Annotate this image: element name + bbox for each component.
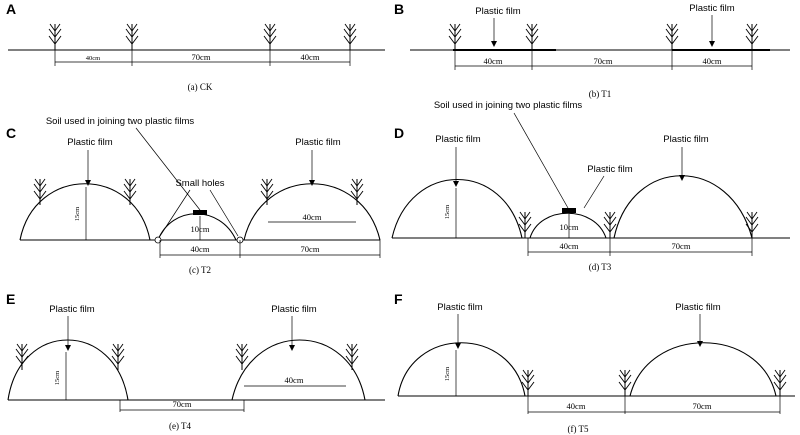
plant-icon (343, 23, 357, 51)
panel-d-soil-joint (562, 208, 576, 213)
plant-icon (350, 178, 364, 206)
panel-d-small-ridge (529, 212, 607, 239)
panel-c-caption: (c) T2 (189, 265, 211, 275)
plant-icon (525, 23, 539, 51)
panel-e-caption: (e) T4 (169, 421, 192, 431)
panel-e: E Plastic film Plastic film 15cm 40cm 70… (6, 291, 385, 431)
panel-e-ridge-1 (7, 339, 129, 401)
plant-icon (448, 23, 462, 51)
panel-d-caption: (d) T3 (589, 262, 612, 272)
panel-a-caption: (a) CK (188, 82, 213, 92)
panel-f-caption: (f) T5 (567, 424, 589, 434)
panel-c-holes-label: Small holes (175, 178, 224, 189)
panel-d-height: 15cm (444, 205, 451, 219)
panel-f: F Plastic film Plastic film 15cm 40cm 70… (394, 291, 795, 434)
panel-c-letter: C (6, 125, 16, 141)
panel-e-ridge-2 (231, 339, 366, 401)
panel-e-dim-1: 70cm (173, 399, 192, 409)
panel-b-film-label-2: Plastic film (689, 3, 734, 14)
plant-icon (33, 178, 47, 206)
panel-b-caption: (b) T1 (589, 89, 612, 99)
panel-e-letter: E (6, 291, 15, 307)
panel-c: C Soil used in joining two plastic films… (6, 116, 381, 275)
panel-a-letter: A (6, 1, 16, 17)
plant-icon (260, 178, 274, 206)
panel-e-film-label-1: Plastic film (49, 304, 94, 315)
panel-f-ridge-1 (397, 342, 526, 397)
panel-d: D Soil used in joining two plastic films… (391, 100, 790, 272)
panel-f-dim-1: 40cm (567, 401, 586, 411)
panel-c-dim-1: 40cm (191, 244, 210, 254)
panel-c-small-height: 10cm (191, 224, 210, 234)
panel-c-soil-joint (193, 210, 207, 215)
panel-c-film-label-2: Plastic film (295, 137, 340, 148)
panel-d-callout: Soil used in joining two plastic films (434, 100, 583, 111)
panel-c-callout: Soil used in joining two plastic films (46, 116, 195, 127)
plant-icon (48, 23, 62, 51)
panel-a-dim-3: 40cm (301, 52, 320, 62)
panel-c-film-label-1: Plastic film (67, 137, 112, 148)
panel-f-letter: F (394, 291, 403, 307)
panel-b-dim-2: 70cm (594, 56, 613, 66)
panel-f-film-label-1: Plastic film (437, 302, 482, 313)
panel-f-dim-2: 70cm (693, 401, 712, 411)
plant-icon (665, 23, 679, 51)
panel-c-hole-1 (154, 236, 162, 244)
panel-e-film-label-2: Plastic film (271, 304, 316, 315)
panel-a-dim-2: 70cm (192, 52, 211, 62)
panel-d-film-label-2: Plastic film (587, 164, 632, 175)
panel-e-ridge-width: 40cm (285, 375, 304, 385)
panel-d-film-label-3: Plastic film (663, 134, 708, 145)
panel-c-height: 15cm (74, 207, 81, 221)
panel-d-letter: D (394, 125, 404, 141)
panel-b-film-label-1: Plastic film (475, 6, 520, 17)
plant-icon (263, 23, 277, 51)
panel-d-film-label-1: Plastic film (435, 134, 480, 145)
plant-icon (745, 23, 759, 51)
panel-d-small-height: 10cm (560, 222, 579, 232)
panel-f-height: 15cm (444, 367, 451, 381)
plant-icon (235, 343, 249, 371)
plant-icon (345, 343, 359, 371)
panel-b-dim-3: 40cm (703, 56, 722, 66)
panel-d-dim-2: 70cm (672, 241, 691, 251)
plant-icon (123, 178, 137, 206)
panel-f-film-label-2: Plastic film (675, 302, 720, 313)
panel-b-letter: B (394, 1, 404, 17)
plant-icon (15, 343, 29, 371)
panel-e-height: 15cm (54, 371, 61, 385)
panel-d-ridge-1 (391, 178, 523, 239)
panel-c-dim-2: 70cm (301, 244, 320, 254)
panel-c-callout-line (135, 127, 201, 211)
panel-a-dim-1: 40cm (86, 55, 100, 62)
panel-a: A 40cm 70cm 40cm (a) CK (6, 1, 385, 92)
panel-b: B Plastic film Plastic film 40cm 70cm 40… (394, 1, 790, 99)
panel-b-dim-1: 40cm (484, 56, 503, 66)
plant-icon (125, 23, 139, 51)
panel-f-ridge-2 (629, 342, 777, 397)
panel-d-dim-1: 40cm (560, 241, 579, 251)
plant-icon (618, 369, 632, 397)
plant-icon (603, 211, 617, 239)
panel-c-ridge-width: 40cm (303, 212, 322, 222)
plant-icon (773, 369, 787, 397)
plant-icon (111, 343, 125, 371)
panel-d-ridge-2 (613, 175, 753, 239)
